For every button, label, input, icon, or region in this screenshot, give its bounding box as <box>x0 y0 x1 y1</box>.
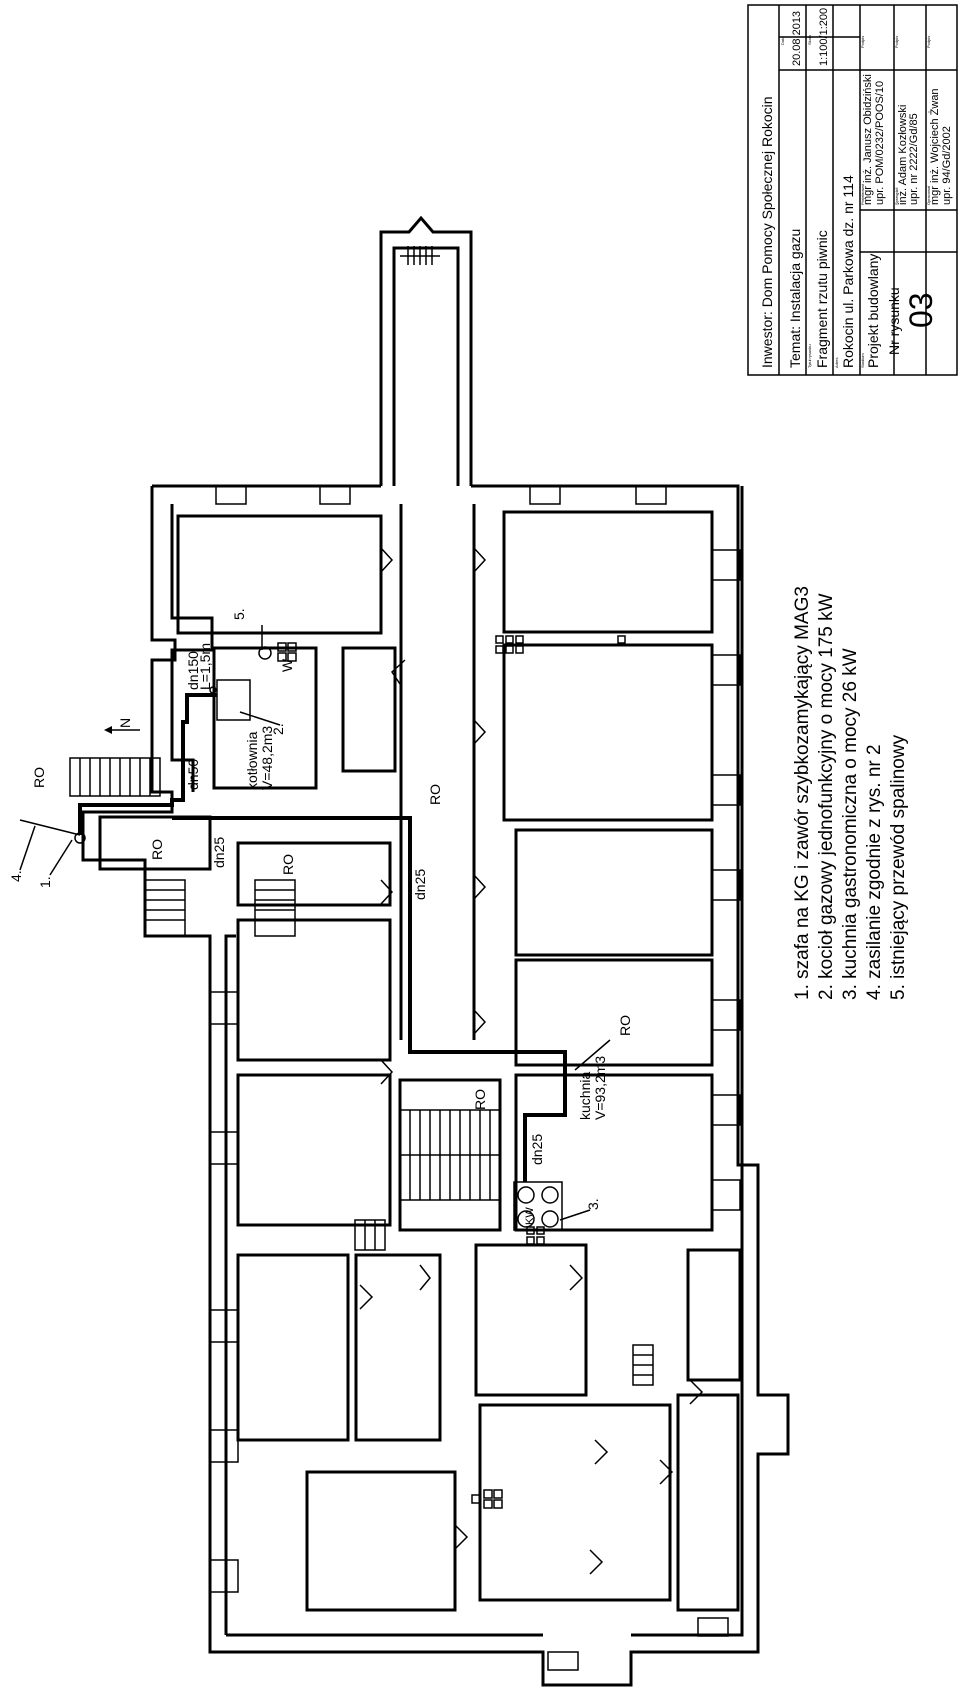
plan-labels: kotłownia V=48,2m3 kuchnia V=93,2m3 dn15… <box>8 608 633 1225</box>
ro-label-1: RO <box>31 767 47 788</box>
vent-w-label: W <box>279 658 295 672</box>
title-block: Inwestor: Dom Pomocy Społecznej Rokocin … <box>747 4 958 376</box>
legend-item-4: 4. zasilanie zgodnie z rys. nr 2 <box>864 744 885 1000</box>
tiny-label-checker: Sprawdził <box>894 188 899 205</box>
ro-label-6: RO <box>617 1015 633 1036</box>
pipe-dn25-label-b: dn25 <box>412 869 428 900</box>
marker-4: 4. <box>8 870 24 882</box>
drawing-title-text: Fragment rzutu piwnic <box>814 230 830 368</box>
tiny-label-title: Tytuł rysunku <box>807 344 812 368</box>
stair-west <box>144 879 296 937</box>
room-entry <box>98 815 212 871</box>
tiny-label-author: Opracował <box>926 186 931 205</box>
pipe-dn25-label-c: dn25 <box>529 1134 545 1165</box>
room-w2 <box>236 918 392 1062</box>
room-kitchen <box>514 1073 714 1232</box>
marker-3: 3. <box>585 1198 601 1210</box>
vent-blocks <box>277 635 626 1509</box>
room-se3 <box>478 1403 672 1602</box>
stage-text: Projekt budowlany <box>865 254 881 368</box>
drawing-no-label: Nr rysunku <box>886 287 902 355</box>
ro-label-5: RO <box>472 1089 488 1110</box>
marker-5: 5. <box>231 608 247 620</box>
ro-label-3: RO <box>280 854 296 875</box>
room-boiler <box>212 646 318 790</box>
room-se2 <box>686 1248 742 1382</box>
pipe-dn25-label-a: dn25 <box>211 837 227 868</box>
room-se4 <box>676 1393 740 1612</box>
checker-license: upr. nr 2222/Gd/85 <box>908 113 920 205</box>
room-w3 <box>236 1073 392 1227</box>
stair-center <box>399 1109 501 1201</box>
reviewer-name: mgr inż. Wojciech Żwan <box>928 88 941 205</box>
stairs <box>69 246 654 1386</box>
room-ne1 <box>502 510 714 634</box>
investor-text: Inwestor: Dom Pomocy Społecznej Rokocin <box>759 96 775 368</box>
gas-boiler <box>216 646 272 721</box>
leaders <box>19 625 611 1221</box>
tiny-label-sign-2: Podpis <box>894 36 899 48</box>
ro-label-4: RO <box>427 784 443 805</box>
scale-text: 1:100/1:200 <box>818 8 830 66</box>
legend-item-5: 5. istniejący przewód spalinowy <box>888 734 909 1000</box>
tiny-label-scale: Skala <box>807 34 812 45</box>
windows <box>209 485 741 1671</box>
checker-name: inż. Adam Kozłowski <box>897 105 909 205</box>
gastronomic-stove <box>513 1181 563 1231</box>
drawing-no: 03 <box>903 292 939 328</box>
designer-license: upr. POM/0232/POOS/10 <box>874 81 886 205</box>
tiny-label-sign-1: Podpis <box>860 36 865 48</box>
building-walls <box>81 215 790 1687</box>
designer-name: mgr inż. Janusz Obidziński <box>862 74 874 205</box>
kitchen-label: kuchnia <box>577 1072 593 1120</box>
room-ne3 <box>514 828 714 957</box>
kitchen-volume: V=93,2m3 <box>592 1056 608 1120</box>
stair-small-west <box>354 1219 386 1251</box>
room-ne2 <box>502 643 714 822</box>
pipe-dn50-label: dn50 <box>185 759 201 790</box>
pipe-dn150-label: dn150 <box>185 651 201 690</box>
address-text: Rokocin ul. Parkowa dz. nr 114 <box>840 175 856 368</box>
legend: 1. szafa na KG i zawór szybkozamykający … <box>792 586 909 1000</box>
room-w5 <box>354 1253 442 1442</box>
vent-kw-label: KW <box>524 1207 536 1225</box>
tiny-label-designer: Projektował <box>860 184 865 205</box>
tiny-label-address: Adres <box>834 358 839 368</box>
north-label: N <box>117 718 133 728</box>
gas-pipes <box>19 686 567 1182</box>
pipe-length-label: L=1,5m <box>197 643 213 690</box>
room-ne4 <box>514 958 714 1067</box>
room-nw <box>176 514 383 635</box>
room-small-n <box>341 646 397 773</box>
marker-1: 1. <box>37 876 53 888</box>
tiny-label-date: Data <box>780 36 785 45</box>
date-text: 20.08.2013 <box>791 11 803 66</box>
ro-label-2: RO <box>149 839 165 860</box>
room-w4 <box>236 1253 350 1442</box>
legend-item-2: 2. kocioł gazowy jednofunkcyjny o mocy 1… <box>816 593 837 1000</box>
marker-2: 2. <box>270 723 286 735</box>
tiny-label-sign-3: Podpis <box>926 36 931 48</box>
doors <box>359 547 704 1575</box>
rooms <box>98 510 742 1612</box>
stair-small-east <box>632 1344 654 1386</box>
stair-north <box>400 246 440 265</box>
room-w1 <box>236 841 392 907</box>
tiny-label-stage: Stadium <box>860 353 865 368</box>
legend-item-3: 3. kuchnia gastronomiczna o mocy 26 kW <box>840 648 861 1000</box>
legend-item-1: 1. szafa na KG i zawór szybkozamykający … <box>792 586 813 1000</box>
room-se1 <box>474 1243 588 1397</box>
boiler-room-volume: V=48,2m3 <box>259 726 275 790</box>
room-sw <box>305 1470 457 1612</box>
stair-entrance <box>69 757 161 797</box>
subject-text: Temat: Instalacja gazu <box>787 229 803 368</box>
reviewer-license: upr. 94/Gd/2002 <box>941 126 953 205</box>
north-arrow: N <box>104 718 140 734</box>
boiler-room-label: kotłownia <box>244 731 260 790</box>
